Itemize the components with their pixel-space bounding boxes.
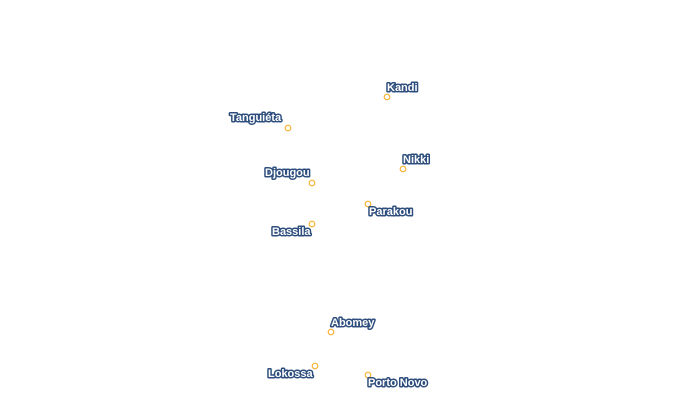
city-marker-tanguieta[interactable] [284, 124, 292, 132]
city-marker-kandi[interactable] [383, 93, 391, 101]
city-marker-abomey[interactable] [327, 328, 335, 336]
city-porto-novo[interactable]: Porto Novo [364, 371, 429, 391]
city-bassila[interactable]: Bassila [271, 220, 316, 240]
city-marker-nikki[interactable] [399, 165, 407, 173]
city-marker-porto-novo[interactable] [364, 371, 372, 379]
city-marker-parakou[interactable] [364, 200, 372, 208]
city-nikki[interactable]: Nikki [399, 153, 431, 173]
city-label-parakou: Parakou [369, 206, 412, 218]
city-label-tanguieta: Tanguiéta [230, 112, 282, 124]
city-djougou[interactable]: Djougou [264, 166, 316, 187]
city-parakou[interactable]: Parakou [364, 200, 414, 220]
city-label-porto-novo: Porto Novo [368, 377, 428, 389]
city-label-lokossa: Lokossa [268, 368, 314, 380]
city-abomey[interactable]: Abomey [327, 316, 377, 336]
city-label-nikki: Nikki [403, 154, 429, 166]
city-marker-lokossa[interactable] [311, 362, 319, 370]
city-kandi[interactable]: Kandi [383, 81, 419, 101]
city-lokossa[interactable]: Lokossa [267, 362, 319, 382]
city-marker-djougou[interactable] [308, 179, 316, 187]
city-label-bassila: Bassila [272, 226, 311, 238]
city-tanguieta[interactable]: Tanguiéta [229, 111, 292, 132]
city-marker-bassila[interactable] [308, 220, 316, 228]
city-label-djougou: Djougou [265, 167, 310, 179]
city-label-kandi: Kandi [387, 82, 418, 94]
city-label-abomey: Abomey [331, 317, 375, 329]
